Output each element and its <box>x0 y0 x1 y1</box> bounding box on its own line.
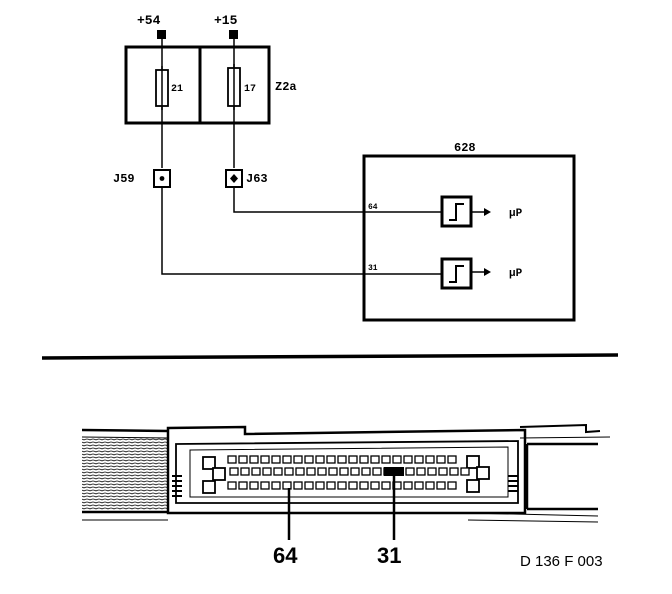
pin-label-31: 31 <box>368 264 378 273</box>
connector-pin <box>372 467 382 476</box>
supply-label-54: +54 <box>137 13 161 28</box>
connector-pin <box>262 467 272 476</box>
connector-pin <box>317 467 327 476</box>
connector-pin <box>348 481 358 490</box>
cable-bundle <box>82 438 168 510</box>
connector-pin <box>328 467 338 476</box>
supply-label-15: +15 <box>214 13 238 28</box>
pin-rows <box>227 455 470 490</box>
connector-pin <box>447 481 457 490</box>
connector-pin <box>403 455 413 464</box>
connector-pin <box>425 481 435 490</box>
control-unit-label: 628 <box>454 141 476 155</box>
connector-pin <box>449 467 459 476</box>
terminal-54 <box>157 30 166 39</box>
connector-pin <box>271 481 281 490</box>
connector-pin <box>339 467 349 476</box>
connector-pin <box>306 467 316 476</box>
pin-label-64: 64 <box>368 203 378 212</box>
connector-pin <box>260 455 270 464</box>
connector-pin <box>436 481 446 490</box>
schematic: +54 +15 21 17 Z2a J59 J63 628 64 31 <box>113 13 576 322</box>
connector-pin <box>227 481 237 490</box>
connector-pin <box>370 455 380 464</box>
connector-pin <box>361 467 371 476</box>
connector-pin <box>381 455 391 464</box>
connector-label-64: 64 <box>273 543 298 568</box>
connector-pin <box>460 467 470 476</box>
connector-pin <box>326 455 336 464</box>
connector-pin <box>229 467 239 476</box>
connector-pin <box>227 455 237 464</box>
connector-housing <box>166 425 527 515</box>
terminal-15 <box>229 30 238 39</box>
connector-pin <box>315 455 325 464</box>
connector-label-j63: J63 <box>246 172 268 186</box>
connector-pin <box>403 481 413 490</box>
connector-pin <box>427 467 437 476</box>
connector-pin <box>359 481 369 490</box>
connector-pin <box>381 481 391 490</box>
connector-pin <box>260 481 270 490</box>
connector-pin <box>304 455 314 464</box>
output-label-upper: µP <box>509 208 523 220</box>
separator-line <box>41 353 619 360</box>
connector-pin <box>249 455 259 464</box>
connector-pin <box>271 455 281 464</box>
connector-pin <box>337 481 347 490</box>
connector-pin <box>337 455 347 464</box>
output-label-lower: µP <box>509 268 523 280</box>
connector-pin <box>238 481 248 490</box>
connector-pin <box>392 455 402 464</box>
connector-pin <box>282 455 292 464</box>
connector-pin <box>359 455 369 464</box>
connector-pin <box>293 455 303 464</box>
fuse-label-17: 17 <box>244 84 256 95</box>
connector-pin <box>293 481 303 490</box>
fuse-box-label: Z2a <box>275 80 297 94</box>
connector-pin <box>284 467 294 476</box>
connector-pin <box>251 467 261 476</box>
connector-pin <box>295 467 305 476</box>
connector-label-j59: J59 <box>113 172 135 186</box>
connector-pin <box>436 455 446 464</box>
connector-pin <box>405 467 415 476</box>
connector-pin-31-highlight <box>384 467 404 476</box>
fuse-label-21: 21 <box>171 84 183 95</box>
control-unit-628 <box>362 154 576 322</box>
connector-pin <box>238 455 248 464</box>
connector-pin <box>447 455 457 464</box>
connector-pin <box>416 467 426 476</box>
connector-pin <box>273 467 283 476</box>
connector-pin <box>370 481 380 490</box>
connector-pin <box>282 481 292 490</box>
connector-pin <box>304 481 314 490</box>
connector-pin <box>414 481 424 490</box>
connector-view: 64 31 <box>81 423 611 568</box>
figure-code: D 136 F 003 <box>520 553 603 570</box>
connector-pin <box>315 481 325 490</box>
connector-pin <box>240 467 250 476</box>
connector-pin <box>348 455 358 464</box>
connector-pin <box>414 455 424 464</box>
connector-pin <box>249 481 259 490</box>
connector-pin <box>350 467 360 476</box>
connector-pin <box>425 455 435 464</box>
connector-pin <box>326 481 336 490</box>
connector-pin <box>438 467 448 476</box>
connector-label-31: 31 <box>377 543 401 568</box>
